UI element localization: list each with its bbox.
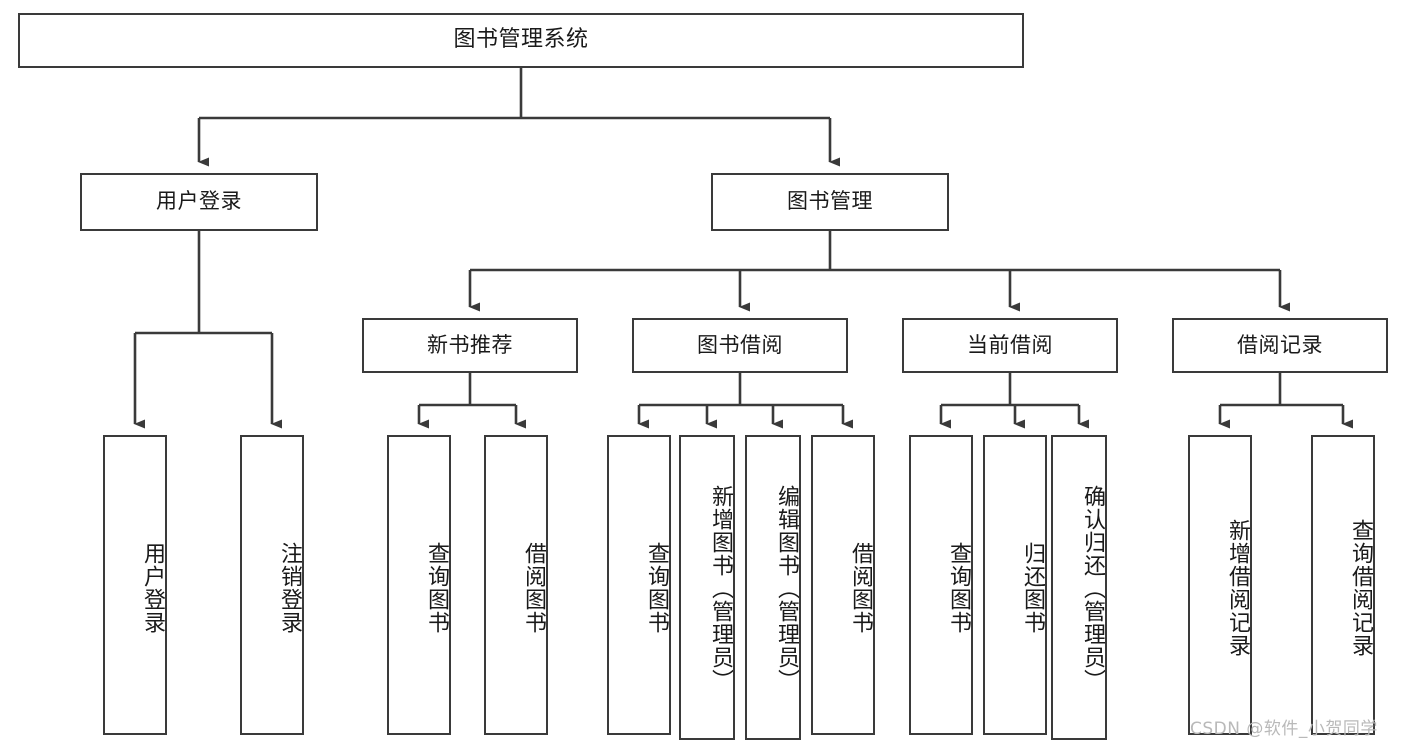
node-label: 当前借阅 [967,332,1053,357]
node-label: 归还图书 [1020,542,1045,634]
node-label: 查询图书 [946,542,971,634]
node-label: 新增图书（管理员） [708,485,733,692]
node-l1-图书管理-1[interactable]: 图书管理 [711,173,949,231]
node-leaf-归还图书-9[interactable]: 归还图书 [983,435,1047,735]
node-leaf-新增图书管理员-5[interactable]: 新增图书（管理员） [679,435,735,740]
node-label: 确认归还（管理员） [1080,485,1105,692]
node-leaf-编辑图书管理员-6[interactable]: 编辑图书（管理员） [745,435,801,740]
node-leaf-注销登录-1[interactable]: 注销登录 [240,435,304,735]
node-label: 借阅记录 [1237,332,1323,357]
node-label: 用户登录 [156,189,242,214]
node-leaf-借阅图书-7[interactable]: 借阅图书 [811,435,875,735]
node-l2-新书推荐-0[interactable]: 新书推荐 [362,318,578,373]
node-label: 用户登录 [140,542,165,634]
node-label: 图书管理 [787,189,873,214]
node-label: 编辑图书（管理员） [774,485,799,692]
node-label: 查询借阅记录 [1348,519,1373,657]
node-leaf-确认归还管理员-10[interactable]: 确认归还（管理员） [1051,435,1107,740]
node-leaf-查询图书-8[interactable]: 查询图书 [909,435,973,735]
node-label: 图书借阅 [697,332,783,357]
node-label: 注销登录 [277,542,302,634]
node-leaf-查询借阅记录-12[interactable]: 查询借阅记录 [1311,435,1375,735]
node-l2-借阅记录-3[interactable]: 借阅记录 [1172,318,1388,373]
node-root-book-management-system[interactable]: 图书管理系统 [18,13,1024,68]
node-l2-图书借阅-1[interactable]: 图书借阅 [632,318,848,373]
node-label: 查询图书 [424,542,449,634]
node-label: 借阅图书 [848,542,873,634]
node-leaf-用户登录-0[interactable]: 用户登录 [103,435,167,735]
node-label: 借阅图书 [521,542,546,634]
node-label: 新书推荐 [427,332,513,357]
node-l2-当前借阅-2[interactable]: 当前借阅 [902,318,1118,373]
node-leaf-借阅图书-3[interactable]: 借阅图书 [484,435,548,735]
node-l1-用户登录-0[interactable]: 用户登录 [80,173,318,231]
csdn-watermark: CSDN @软件_小贺同学 [1190,719,1378,739]
node-leaf-查询图书-2[interactable]: 查询图书 [387,435,451,735]
node-leaf-查询图书-4[interactable]: 查询图书 [607,435,671,735]
node-label: 新增借阅记录 [1225,519,1250,657]
node-leaf-新增借阅记录-11[interactable]: 新增借阅记录 [1188,435,1252,735]
node-label: 查询图书 [644,542,669,634]
